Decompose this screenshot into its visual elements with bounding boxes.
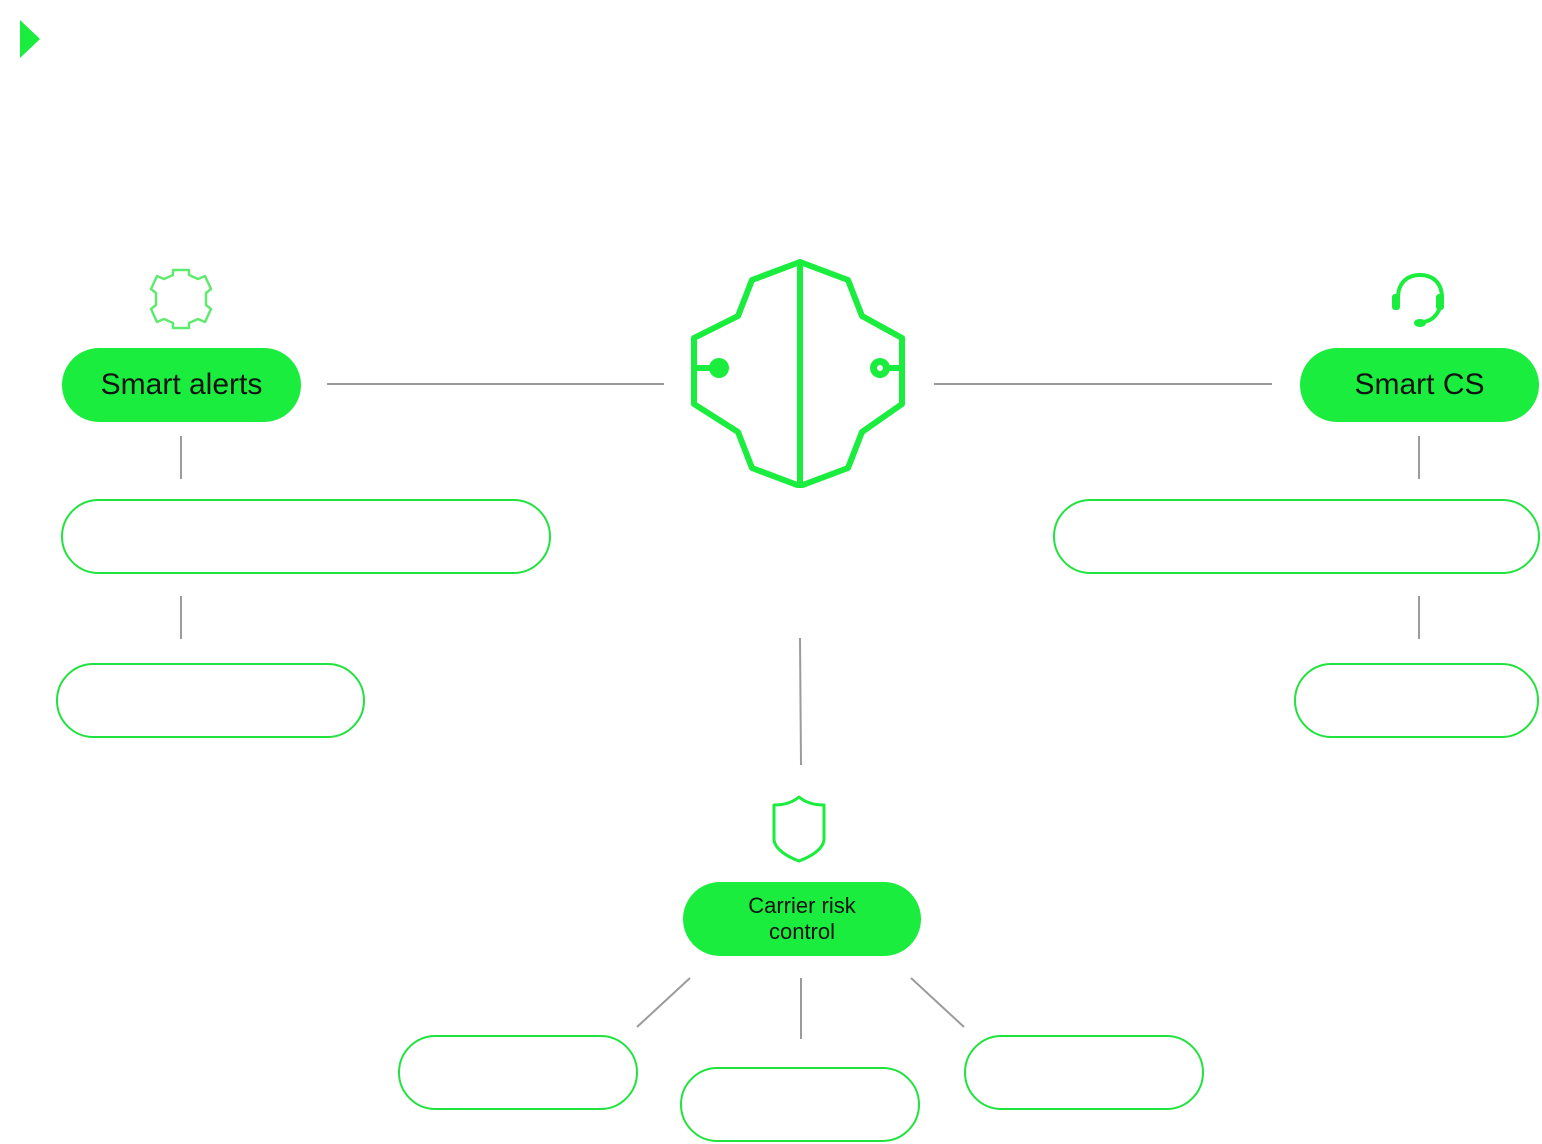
play-triangle-icon[interactable] — [18, 18, 42, 60]
smart-alerts-node[interactable]: Smart alerts — [62, 348, 301, 422]
risk-child-node-left[interactable] — [398, 1035, 638, 1110]
smart-cs-node[interactable]: Smart CS — [1300, 348, 1539, 422]
brain-chip-icon — [691, 259, 905, 488]
smart-alerts-label: Smart alerts — [100, 368, 263, 401]
headset-icon — [1392, 272, 1444, 327]
connector-risk-right — [910, 977, 965, 1028]
alerts-child-node-2[interactable] — [56, 663, 365, 738]
connector-risk-left — [636, 977, 691, 1028]
alerts-child-node-1[interactable] — [61, 499, 551, 574]
carrier-risk-control-label: Carrier risk control — [748, 892, 856, 944]
carrier-risk-control-node[interactable]: Carrier risk control — [683, 882, 921, 956]
risk-child-node-right[interactable] — [964, 1035, 1204, 1110]
cs-child-node-1[interactable] — [1053, 499, 1540, 574]
risk-child-node-middle[interactable] — [680, 1067, 920, 1142]
connector-center-risk — [799, 637, 802, 766]
cs-child-node-2[interactable] — [1294, 663, 1539, 738]
shield-icon — [772, 795, 826, 863]
smart-cs-label: Smart CS — [1354, 368, 1485, 401]
gear-icon — [149, 268, 213, 330]
